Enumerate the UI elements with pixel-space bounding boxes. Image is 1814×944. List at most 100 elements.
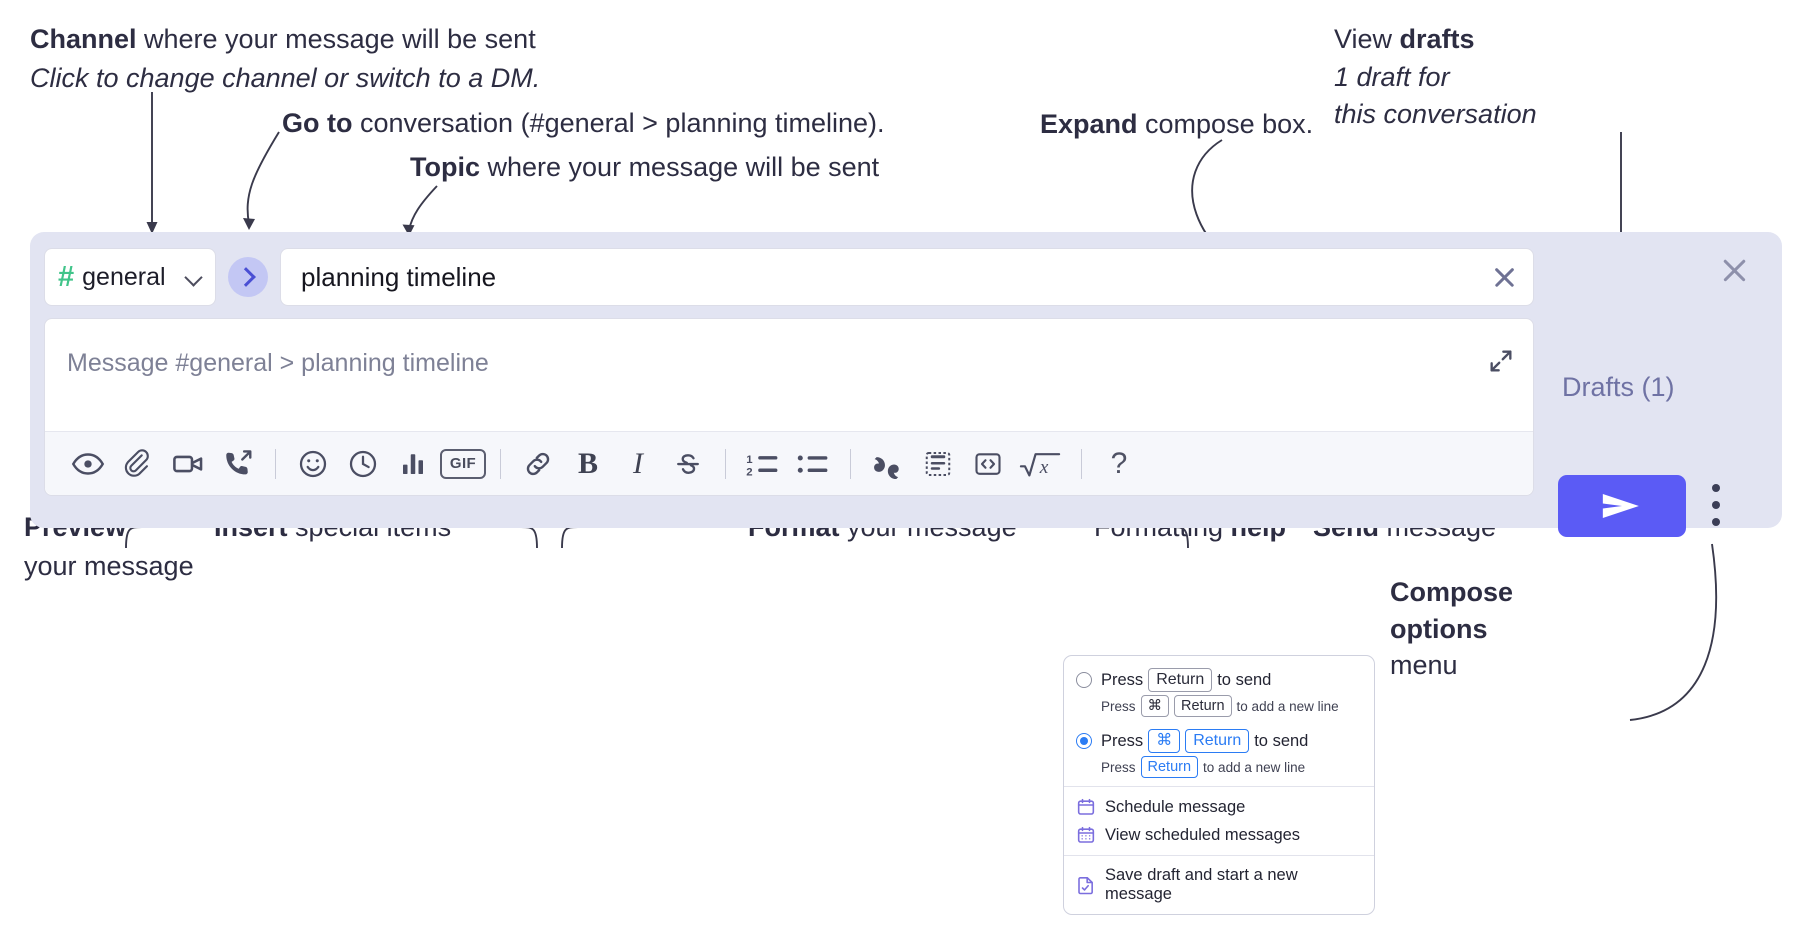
- key-return: Return: [1174, 695, 1232, 718]
- annotation-expand-rest: compose box.: [1137, 109, 1314, 139]
- clear-topic-icon[interactable]: [1489, 262, 1519, 292]
- menu-item-label: Schedule message: [1105, 797, 1246, 816]
- annotation-drafts-italic-1: 1 draft for: [1334, 61, 1450, 92]
- question-mark-icon: ?: [1110, 446, 1128, 480]
- go-to-conversation-button[interactable]: [228, 257, 268, 297]
- compose-box: # general planning timeline Message #gen…: [30, 232, 1782, 537]
- video-clip-button[interactable]: [163, 441, 213, 487]
- gif-button[interactable]: GIF: [438, 441, 488, 487]
- annotation-goto-strong: Go to: [282, 108, 353, 138]
- compose-header-row: # general planning timeline: [44, 246, 1534, 308]
- drafts-link[interactable]: Drafts (1): [1562, 372, 1675, 402]
- key-command: ⌘: [1140, 695, 1170, 718]
- send-option-cmd-return-main: Press ⌘ Return to send: [1101, 729, 1309, 754]
- bold-icon: B: [577, 446, 598, 480]
- annotation-preview-rest: your message: [24, 550, 194, 581]
- latex-button[interactable]: x: [1013, 441, 1069, 487]
- toolbar-divider: [1081, 448, 1082, 479]
- annotation-compose-options-strong-2: options: [1390, 613, 1488, 644]
- kebab-dot: [1712, 518, 1720, 526]
- annotation-channel-rest: where your message will be sent: [136, 24, 536, 54]
- menu-divider: [1064, 786, 1374, 788]
- strikethrough-button[interactable]: [663, 441, 713, 487]
- send-option-return-sub: Press ⌘ Return to add a new line: [1101, 695, 1374, 718]
- key-return: Return: [1140, 756, 1199, 779]
- italic-icon: I: [633, 446, 643, 480]
- annotation-goto-rest: conversation (#general > planning timeli…: [352, 108, 885, 138]
- blockquote-button[interactable]: [863, 441, 913, 487]
- close-compose-icon[interactable]: [1718, 254, 1750, 286]
- send-button[interactable]: [1558, 475, 1686, 537]
- attach-button[interactable]: [113, 441, 163, 487]
- key-return: Return: [1185, 729, 1250, 754]
- toolbar-divider: [725, 448, 726, 479]
- menu-item-label: View scheduled messages: [1105, 825, 1301, 844]
- send-option-cmd-return-sub: Press Return to add a new line: [1101, 756, 1374, 779]
- document-check-icon: [1078, 877, 1093, 895]
- italic-button[interactable]: I: [613, 441, 663, 487]
- annotation-drafts: View drafts 1 draft for this conversatio…: [1334, 22, 1537, 132]
- press-label: Press: [1101, 731, 1144, 750]
- radio-unselected-icon[interactable]: [1076, 672, 1092, 688]
- svg-text:1: 1: [746, 453, 753, 465]
- annotation-channel: Channel where your message will be sent …: [30, 22, 540, 95]
- message-input-area[interactable]: Message #general > planning timeline: [44, 318, 1534, 496]
- annotation-drafts-italic-2: this conversation: [1334, 99, 1537, 130]
- chevron-down-icon: [186, 269, 202, 285]
- audio-clip-button[interactable]: [213, 441, 263, 487]
- bulleted-list-button[interactable]: [788, 441, 838, 487]
- press-label: Press: [1101, 698, 1136, 714]
- emoji-button[interactable]: [288, 441, 338, 487]
- press-label: Press: [1101, 759, 1136, 775]
- calendar-icon: [1077, 799, 1095, 816]
- kebab-dot: [1712, 501, 1720, 509]
- reminder-button[interactable]: [338, 441, 388, 487]
- key-return: Return: [1148, 668, 1213, 692]
- kebab-dot: [1712, 484, 1720, 492]
- ordered-list-button[interactable]: 1 2: [738, 441, 788, 487]
- preview-button[interactable]: [63, 441, 113, 487]
- annotation-channel-italic: Click to change channel or switch to a D…: [30, 62, 541, 93]
- to-send-label: to send: [1254, 731, 1309, 750]
- press-label: Press: [1101, 670, 1144, 689]
- menu-item-label: Save draft and start a new message: [1105, 866, 1298, 904]
- send-option-cmd-return[interactable]: Press ⌘ Return to send: [1064, 725, 1374, 754]
- compose-options-menu: Press Return to send Press ⌘ Return to a…: [1063, 655, 1375, 916]
- link-button[interactable]: [513, 441, 563, 487]
- annotation-compose-options-strong-1: Compose: [1390, 577, 1514, 607]
- toolbar-divider: [275, 448, 276, 479]
- annotation-drafts-strong: drafts: [1399, 24, 1475, 54]
- calendar-grid-icon: [1077, 827, 1095, 844]
- menu-item-schedule-message[interactable]: Schedule message: [1064, 793, 1374, 821]
- to-send-label: to send: [1217, 670, 1272, 689]
- annotation-drafts-lead: View: [1334, 24, 1400, 54]
- menu-divider: [1064, 855, 1374, 857]
- compose-options-button[interactable]: [1712, 484, 1722, 528]
- radio-selected-icon[interactable]: [1076, 733, 1092, 750]
- new-line-label: to add a new line: [1203, 759, 1306, 775]
- message-placeholder: Message #general > planning timeline: [67, 349, 489, 377]
- compose-main-column: # general planning timeline Message #gen…: [44, 246, 1534, 496]
- annotation-topic-strong: Topic: [410, 152, 480, 182]
- formatting-help-button[interactable]: ?: [1094, 441, 1144, 487]
- poll-button[interactable]: [388, 441, 438, 487]
- toolbar-divider: [500, 448, 501, 479]
- annotation-topic-rest: where your message will be sent: [480, 152, 880, 182]
- annotation-compose-options: Compose options menu: [1390, 575, 1513, 683]
- toolbar-divider: [850, 448, 851, 479]
- annotation-goto: Go to conversation (#general > planning …: [282, 106, 885, 141]
- bold-button[interactable]: B: [563, 441, 613, 487]
- code-block-button[interactable]: [913, 441, 963, 487]
- send-option-return[interactable]: Press Return to send: [1064, 664, 1374, 692]
- svg-text:2: 2: [746, 466, 752, 478]
- expand-compose-icon[interactable]: [1487, 347, 1515, 375]
- channel-selector[interactable]: # general: [44, 248, 216, 306]
- menu-item-save-draft[interactable]: Save draft and start a new message: [1064, 862, 1374, 908]
- key-command: ⌘: [1148, 729, 1181, 754]
- menu-item-view-scheduled-messages[interactable]: View scheduled messages: [1064, 821, 1374, 849]
- annotation-expand-strong: Expand: [1040, 109, 1138, 139]
- annotation-topic: Topic where your message will be sent: [410, 150, 879, 185]
- topic-field[interactable]: planning timeline: [280, 248, 1534, 306]
- annotation-channel-strong: Channel: [30, 24, 137, 54]
- inline-code-button[interactable]: [963, 441, 1013, 487]
